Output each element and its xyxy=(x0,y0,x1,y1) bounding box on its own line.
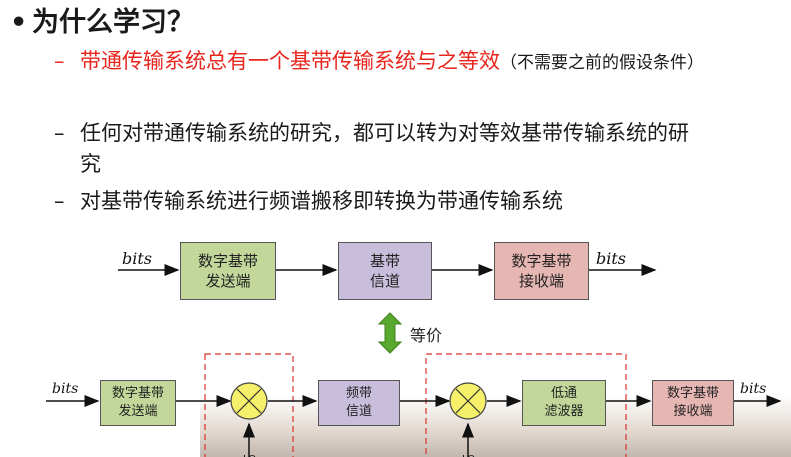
dash-2: – xyxy=(54,121,65,145)
title-text: 为什么学习？ xyxy=(32,7,194,38)
top-rx-block: 数字基带 接收端 xyxy=(494,242,589,300)
bottom-rx-block: 数字基带 接收端 xyxy=(652,380,734,426)
bullet-icon: • xyxy=(10,7,28,38)
dash-3: – xyxy=(54,189,65,213)
bottom-output-label: bits xyxy=(740,381,767,397)
point-3: – 对基带传输系统进行频谱搬移即转换为带通传输系统 xyxy=(54,186,780,217)
point-1-text: 带通传输系统总有一个基带传输系统与之等效 xyxy=(80,49,500,73)
top-channel-block: 基带 信道 xyxy=(338,242,432,300)
double-arrow-icon xyxy=(377,312,403,354)
mixer-icon xyxy=(230,382,268,420)
equivalence-label: 等价 xyxy=(410,326,443,345)
point-1: – 带通传输系统总有一个基带传输系统与之等效（不需要之前的假设条件） xyxy=(54,46,770,79)
dash-1: – xyxy=(54,49,65,73)
top-output-label: bits xyxy=(596,249,626,268)
point-2: – 任何对带通传输系统的研究，都可以转为对等效基带传输系统的研究 xyxy=(54,118,700,180)
top-input-label: bits xyxy=(122,249,152,268)
bottom-channel-block: 频带 信道 xyxy=(318,380,400,426)
mixer-icon xyxy=(449,382,487,420)
point-2-text: 任何对带通传输系统的研究，都可以转为对等效基带传输系统的研究 xyxy=(80,121,689,176)
point-1-note: （不需要之前的假设条件） xyxy=(500,53,704,73)
bottom-tx-block: 数字基带 发送端 xyxy=(100,380,176,426)
demodulator-dashed-box xyxy=(425,353,627,457)
lowpass-filter-block: 低通 滤波器 xyxy=(522,380,606,426)
lo-label-2: LO xyxy=(462,454,475,457)
modulator-dashed-box xyxy=(204,353,294,457)
slide-title: •为什么学习？ xyxy=(10,0,194,39)
lo-label-1: LO xyxy=(243,454,256,457)
point-3-text: 对基带传输系统进行频谱搬移即转换为带通传输系统 xyxy=(80,189,563,213)
top-tx-block: 数字基带 发送端 xyxy=(180,242,276,300)
bottom-input-label: bits xyxy=(52,381,79,397)
